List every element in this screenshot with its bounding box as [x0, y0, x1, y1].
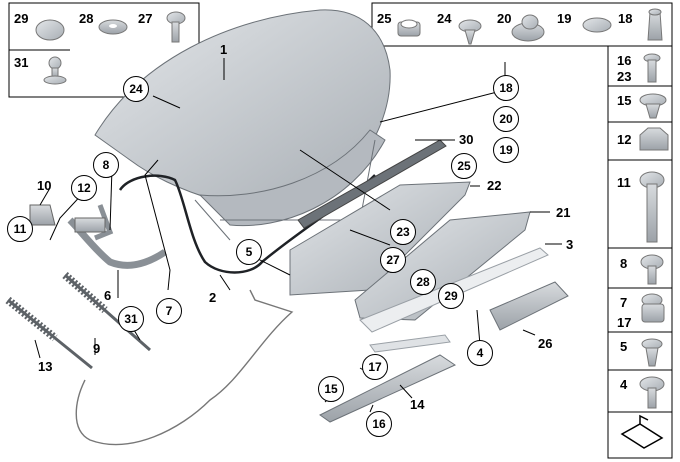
circled-callout-5: 5	[236, 239, 262, 265]
screw-part-27	[166, 11, 186, 43]
callout-1: 1	[220, 42, 228, 57]
circled-callout-27: 27	[380, 247, 406, 273]
circled-callout-11: 11	[7, 216, 33, 242]
callout-9: 9	[93, 341, 101, 356]
strip-part-14	[319, 354, 457, 423]
circled-callout-15: 15	[318, 376, 344, 402]
clip-part-15	[639, 93, 667, 119]
col-label-7: 7	[620, 295, 628, 310]
circled-callout-16: 16	[366, 411, 392, 437]
callout-13: 13	[38, 359, 53, 374]
col-label-23: 23	[617, 69, 632, 84]
nut-part-7-17	[641, 293, 665, 323]
ball-stud-part-31	[43, 56, 67, 85]
box-label-27: 27	[138, 11, 153, 26]
callout-21: 21	[556, 205, 571, 220]
circled-callout-25: 25	[451, 153, 477, 179]
rivet-part-16-23	[643, 53, 661, 83]
box-label-25: 25	[377, 11, 392, 26]
circled-callout-31: 31	[118, 306, 144, 332]
circled-callout-4: 4	[467, 340, 493, 366]
callout-26: 26	[538, 336, 553, 351]
col-label-16: 16	[617, 53, 632, 68]
plug-part-19	[582, 17, 612, 33]
nut-part-25	[397, 19, 421, 37]
col-label-15: 15	[617, 93, 632, 108]
col-label-11: 11	[617, 175, 631, 190]
callout-2: 2	[209, 290, 217, 305]
circled-callout-7: 7	[156, 298, 182, 324]
callout-3: 3	[566, 237, 574, 252]
callout-30: 30	[459, 132, 474, 147]
col-label-17: 17	[617, 315, 632, 330]
col-label-5: 5	[620, 339, 628, 354]
circled-callout-20: 20	[493, 106, 519, 132]
hex-nut-part-12	[639, 127, 669, 151]
callout-6: 6	[104, 288, 112, 303]
screw-part-8	[640, 254, 664, 285]
box-label-31: 31	[14, 55, 29, 70]
screw-part-4	[639, 376, 665, 409]
top-right-parts-box	[371, 2, 673, 47]
circled-callout-24: 24	[123, 76, 149, 102]
trim-part-22	[289, 181, 471, 296]
expanding-rivet-part-18	[647, 8, 663, 41]
box-label-19: 19	[557, 11, 572, 26]
box-label-29: 29	[14, 11, 29, 26]
col-label-12: 12	[617, 132, 632, 147]
box-label-20: 20	[497, 11, 512, 26]
callout-14: 14	[410, 397, 425, 412]
box-label-24: 24	[437, 11, 452, 26]
circled-callout-17: 17	[362, 354, 388, 380]
circled-callout-18: 18	[493, 75, 519, 101]
clip-part-5	[641, 338, 663, 367]
callout-22: 22	[487, 178, 502, 193]
hinge-part-6	[67, 204, 167, 269]
col-label-4: 4	[620, 377, 628, 392]
cable-part-2	[75, 289, 294, 446]
col-label-8: 8	[620, 256, 628, 271]
bracket-part-10	[29, 204, 56, 226]
gas-strut-part-9	[62, 271, 151, 352]
clip-part-24	[458, 19, 482, 45]
plate-part-26	[489, 281, 569, 331]
box-label-28: 28	[79, 11, 94, 26]
cap-part-29	[35, 19, 65, 41]
circled-callout-28: 28	[410, 269, 436, 295]
circled-callout-23: 23	[390, 219, 416, 245]
seal-strip-part-30	[297, 139, 447, 229]
circled-callout-19: 19	[493, 137, 519, 163]
assembly-symbol-icon	[620, 414, 664, 449]
circled-callout-8: 8	[93, 152, 119, 178]
box-label-18: 18	[618, 11, 633, 26]
right-parts-column	[607, 45, 673, 459]
grommet-part-20	[511, 14, 545, 42]
trim-part-21	[354, 211, 531, 321]
gas-strut-part-13	[5, 296, 93, 370]
bolt-part-11	[639, 171, 665, 243]
circled-callout-29: 29	[438, 283, 464, 309]
callout-10: 10	[37, 178, 52, 193]
circled-callout-12: 12	[71, 175, 97, 201]
